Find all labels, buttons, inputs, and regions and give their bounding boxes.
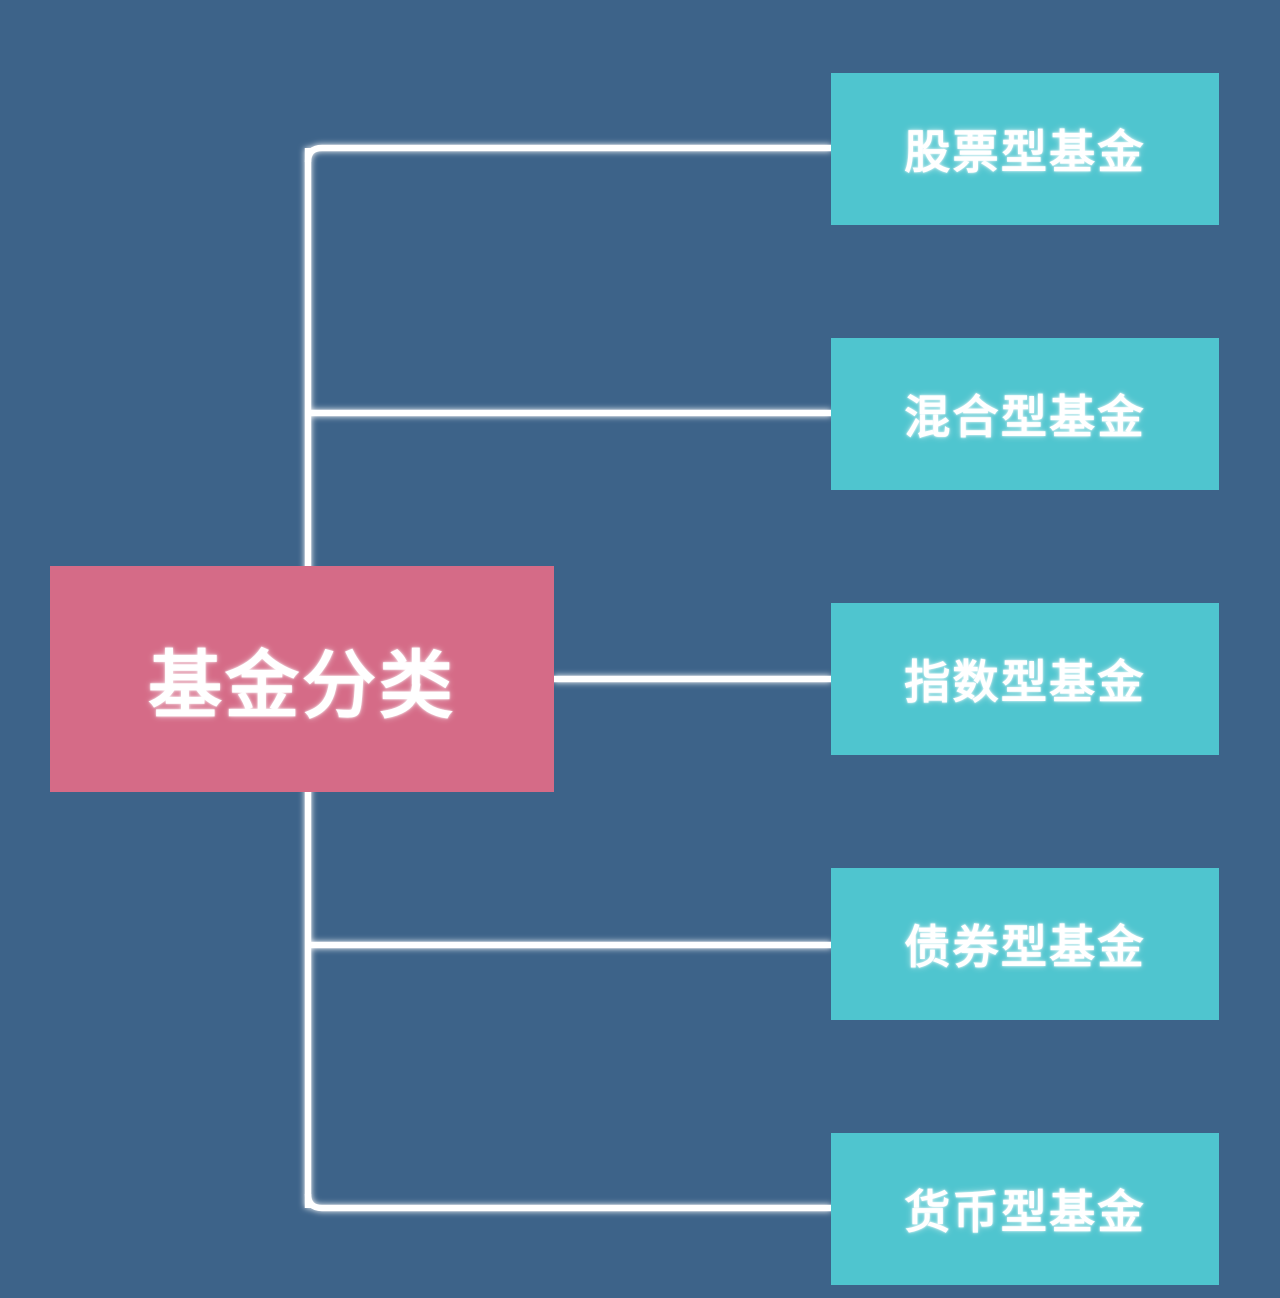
root-node[interactable]: 基金分类	[50, 566, 554, 792]
root-node-label: 基金分类	[148, 642, 456, 729]
branch-node-equity[interactable]: 股票型基金	[831, 73, 1219, 225]
branch-node-money-market[interactable]: 货币型基金	[831, 1133, 1219, 1285]
branch-node-label: 混合型基金	[904, 390, 1146, 444]
branch-node-index[interactable]: 指数型基金	[831, 603, 1219, 755]
branch-node-bond[interactable]: 债券型基金	[831, 868, 1219, 1020]
branch-node-label: 货币型基金	[904, 1185, 1146, 1239]
branch-node-label: 股票型基金	[904, 125, 1146, 179]
branch-node-label: 指数型基金	[904, 655, 1146, 709]
branch-node-label: 债券型基金	[904, 920, 1146, 974]
connector-branch-4	[304, 1193, 831, 1212]
branch-node-hybrid[interactable]: 混合型基金	[831, 338, 1219, 490]
connector-branch-0	[304, 144, 831, 163]
